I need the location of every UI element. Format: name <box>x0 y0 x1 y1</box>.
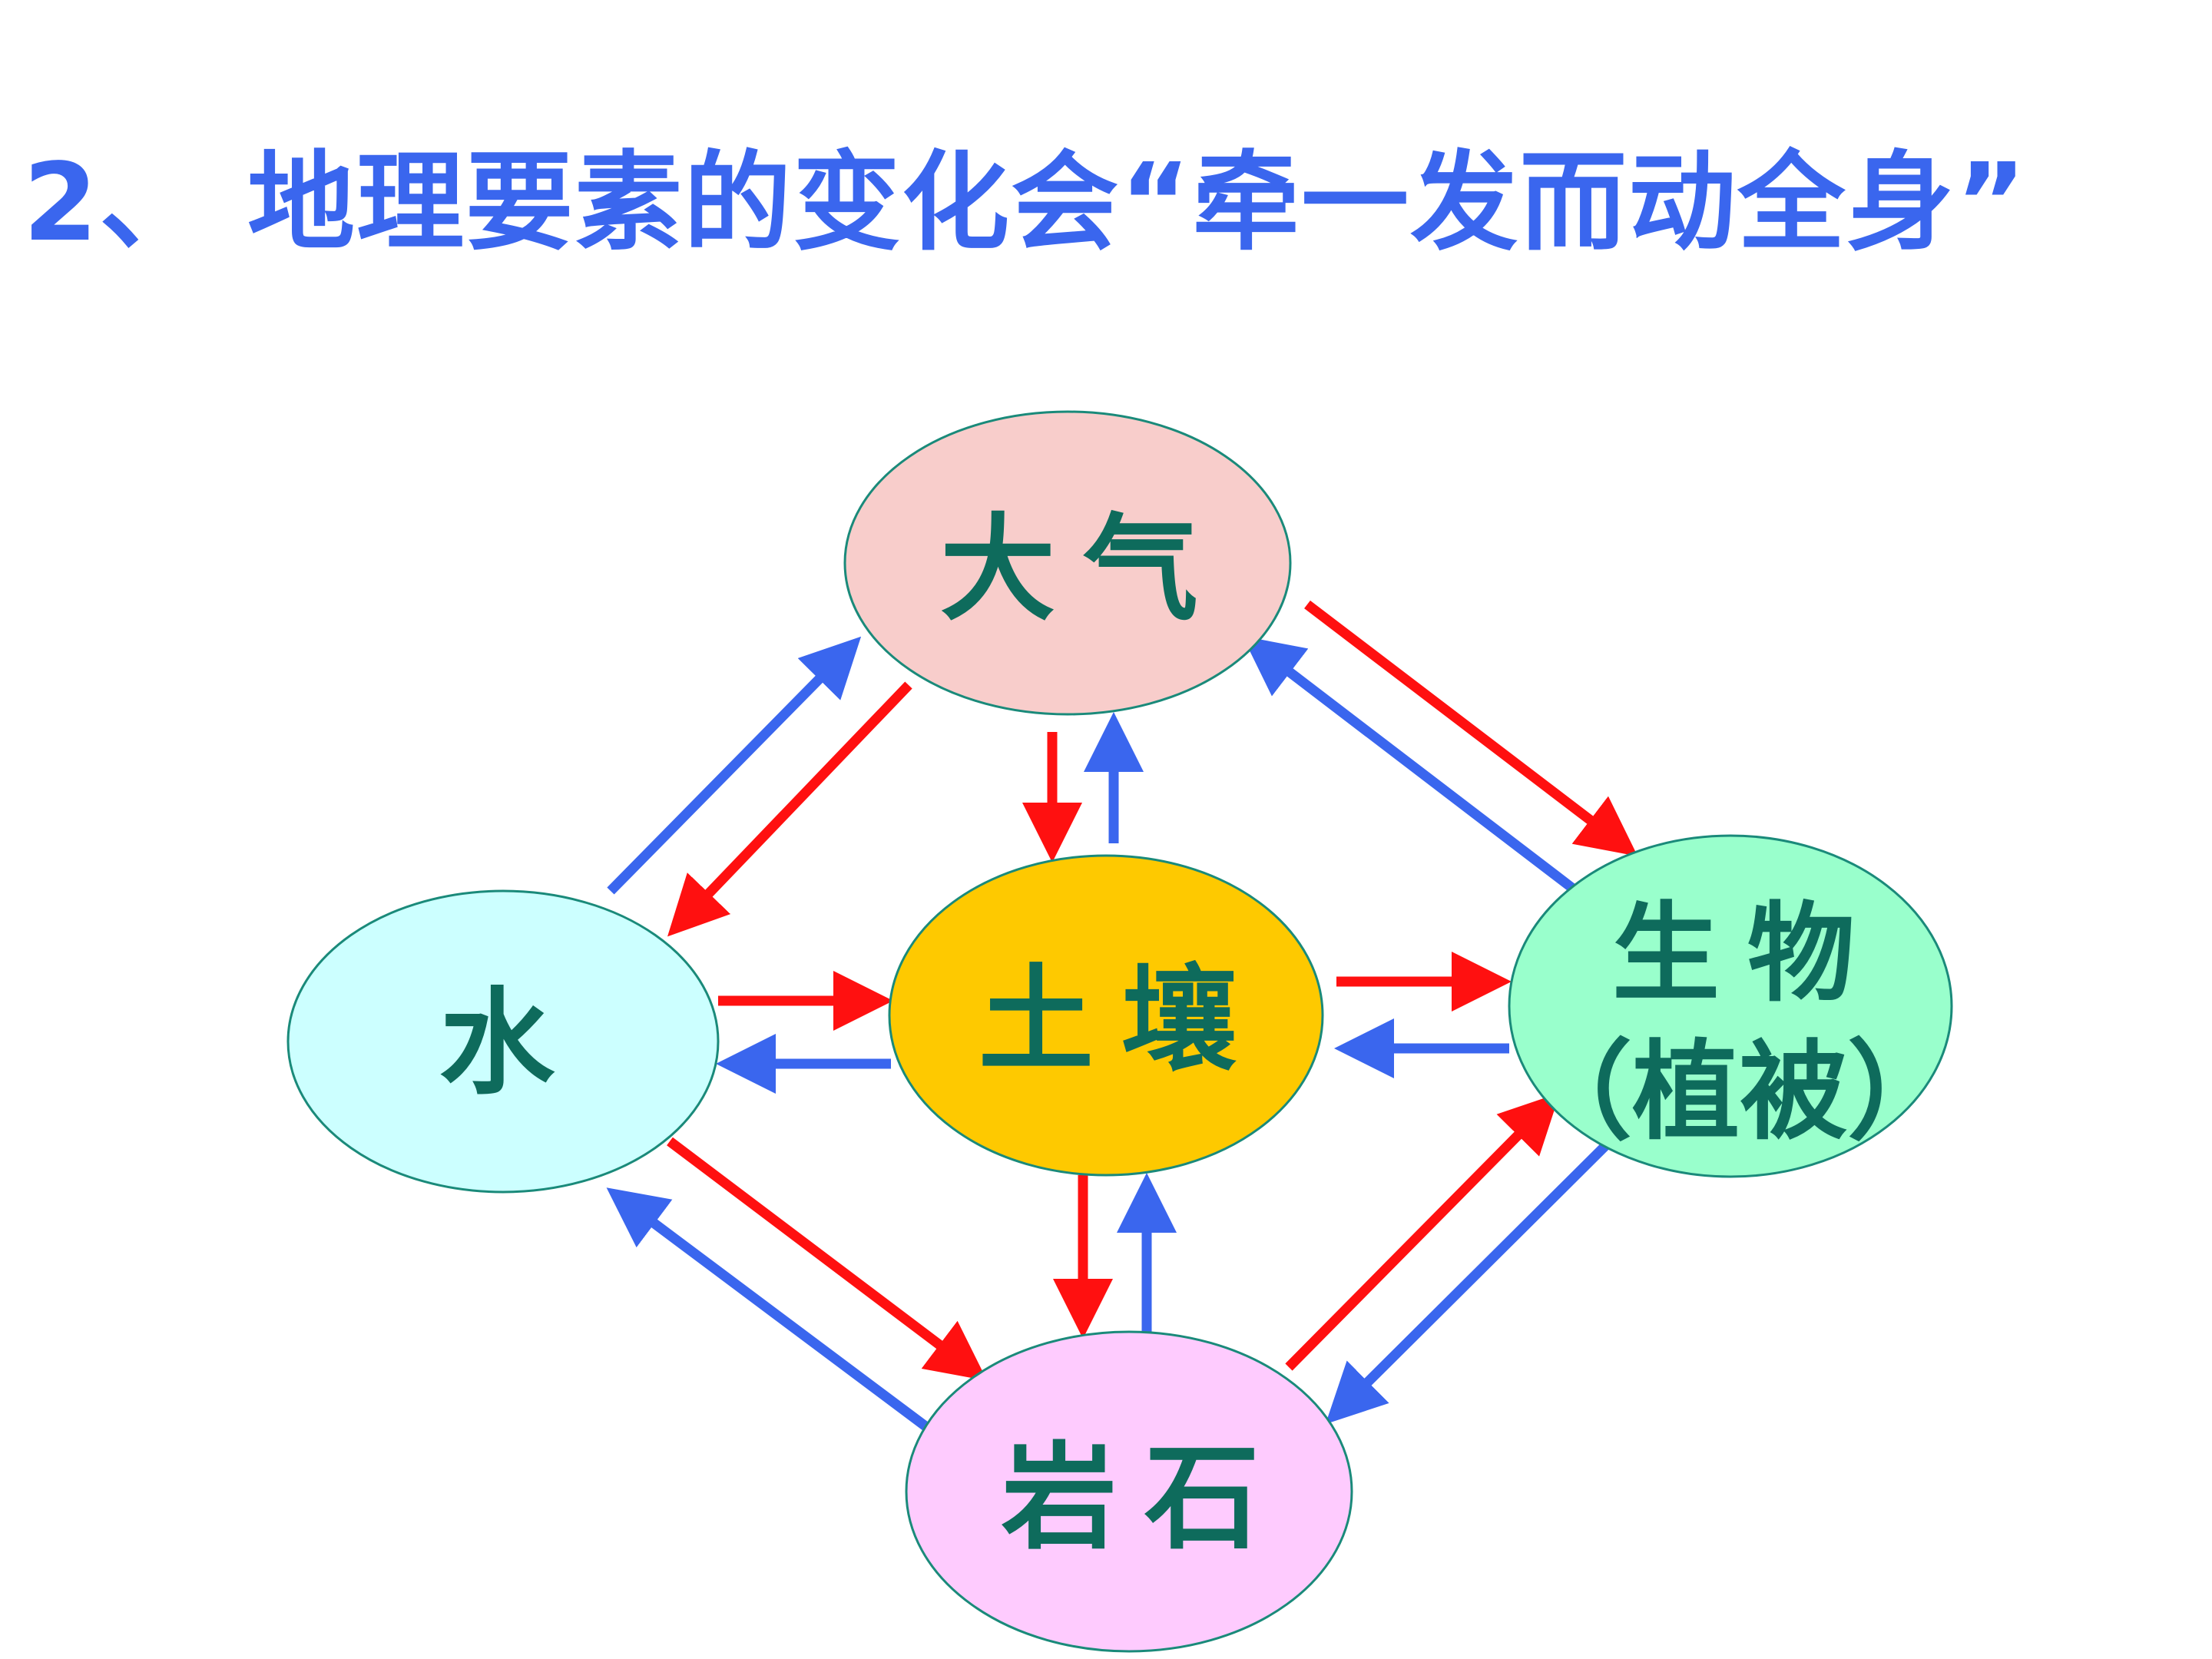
page-title: 2、 地理要素的变化会“牵一发而动全身” <box>23 141 2028 266</box>
arrow-rock-to-biology <box>1285 1092 1561 1371</box>
node-biology-label-line2: （植被） <box>1525 1029 1955 1155</box>
arrows <box>606 600 1638 1431</box>
node-biology: 生物 （植被） <box>1508 834 1955 1178</box>
arrow-water-to-rock <box>667 1137 988 1381</box>
node-water-label: 水 <box>439 975 582 1111</box>
node-rock-label: 岩石 <box>1002 1430 1287 1565</box>
node-atmosphere-shape <box>843 410 1292 716</box>
node-soil: 土壤 <box>888 854 1324 1177</box>
node-water-shape <box>286 889 720 1194</box>
node-biology-label-line1: 生物 <box>1612 891 1883 1017</box>
node-rock: 岩石 <box>905 1330 1353 1653</box>
node-soil-shape <box>888 854 1324 1177</box>
arrow-biology-to-atmosphere <box>1242 636 1579 896</box>
node-rock-shape <box>905 1330 1353 1653</box>
node-soil-label: 土壤 <box>979 952 1264 1088</box>
arrow-atmosphere-to-water <box>667 681 912 937</box>
node-biology-shape <box>1508 834 1953 1178</box>
node-water: 水 <box>286 889 720 1194</box>
node-atmosphere: 大气 <box>843 410 1292 716</box>
node-atmosphere-label: 大气 <box>940 502 1226 637</box>
arrow-biology-to-rock <box>1325 1141 1611 1425</box>
arrow-water-to-atmosphere <box>607 636 862 895</box>
arrow-rock-to-water <box>606 1187 929 1431</box>
arrow-atmosphere-to-biology <box>1304 600 1638 856</box>
